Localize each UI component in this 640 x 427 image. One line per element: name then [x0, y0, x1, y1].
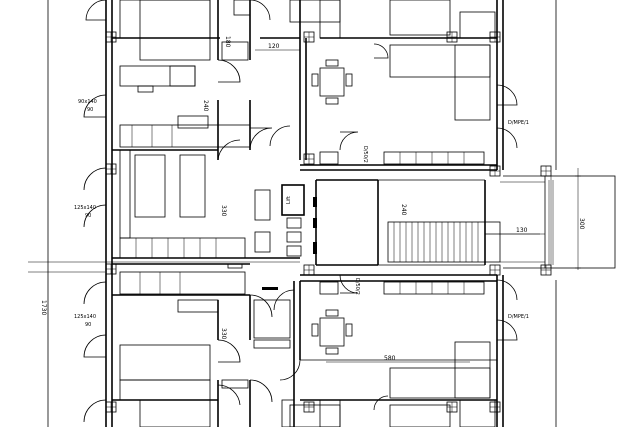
bed-width-90-b: 90: [85, 213, 91, 219]
bottom-left-furniture: [119, 271, 295, 427]
entrance-ramp: [485, 168, 616, 270]
stair-core: [378, 179, 501, 266]
top-left-furniture: [119, 0, 251, 148]
dim-180: 180: [224, 36, 231, 48]
solid-marks: [227, 197, 317, 290]
dimension-lines: [255, 49, 540, 363]
door-label-center-bottom: D/50/2: [354, 278, 360, 295]
door-labels: D/MPE/1 D/MPE/1 D/50/2 D/50/2 Lift: [286, 120, 529, 320]
dim-1730: 1730: [40, 300, 47, 315]
center-bottom-furniture: [289, 281, 497, 427]
dim-240-top: 240: [202, 100, 209, 112]
dim-330-low: 330: [220, 328, 227, 340]
bed-size-125x140-b: 125x140: [74, 314, 96, 320]
door-label-bottom-right: D/MPE/1: [508, 314, 529, 320]
outer-frame: [28, 0, 557, 427]
bed-width-90-c: 90: [85, 322, 91, 328]
dim-300: 300: [578, 218, 585, 230]
bed-size-125x140-a: 125x140: [74, 205, 96, 211]
dim-330-mid: 330: [220, 205, 227, 217]
dim-240-stair: 240: [400, 204, 407, 216]
center-top-furniture: [289, 0, 496, 165]
bed-width-90-a: 90: [87, 107, 93, 113]
middle-left-furniture: [119, 149, 302, 259]
structural-columns: [105, 31, 552, 413]
door-label-center-top: D/50/2: [362, 146, 368, 163]
dim-120: 120: [268, 43, 280, 50]
dim-580: 580: [384, 355, 396, 362]
dim-130: 130: [516, 227, 528, 234]
bed-labels: 90x140 90 125x140 90 125x140 90: [74, 99, 97, 328]
dimension-labels: 120 240 180 330 330 240 580 130 300 1730: [40, 36, 585, 362]
door-swings: [83, 0, 518, 423]
bed-size-90x140: 90x140: [78, 99, 97, 105]
interior-walls: [112, 0, 497, 427]
lift-label: Lift: [286, 196, 292, 204]
door-label-top-right: D/MPE/1: [508, 120, 529, 126]
